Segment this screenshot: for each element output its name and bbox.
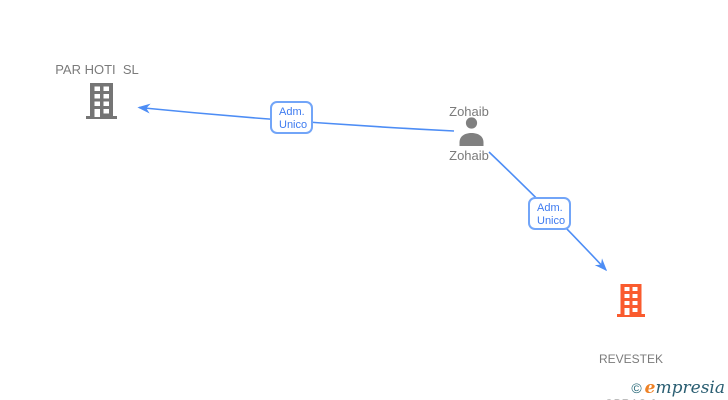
revestek-name-line2: OBRAS & bbox=[570, 397, 692, 400]
edge-label-adm-unico-1[interactable]: Adm. Unico bbox=[270, 101, 313, 134]
zohaib-name-line2: Zohaib bbox=[449, 147, 489, 163]
edge-label-adm-unico-2[interactable]: Adm. Unico bbox=[528, 197, 571, 230]
building-icon[interactable] bbox=[617, 284, 645, 317]
edge-label-line1: Adm. bbox=[537, 202, 563, 214]
logo-letter-e: e bbox=[644, 378, 656, 398]
building-icon[interactable] bbox=[86, 83, 117, 119]
node-label-par-hoti[interactable]: PAR HOTI SL bbox=[55, 62, 139, 77]
revestek-name-line1: REVESTEK bbox=[598, 352, 664, 366]
logo-text: mpresia bbox=[655, 378, 726, 398]
node-label-zohaib[interactable]: Zohaib Zohaib bbox=[419, 76, 519, 192]
zohaib-name-line1: Zohaib bbox=[449, 104, 489, 119]
node-label-revestek[interactable]: REVESTEK OBRAS & PINTURA SL bbox=[570, 322, 692, 400]
person-icon[interactable] bbox=[456, 116, 487, 146]
copyright-icon: © bbox=[631, 380, 642, 396]
edge-label-line2: Unico bbox=[537, 215, 566, 227]
empresia-logo[interactable]: © e mpresia bbox=[631, 378, 725, 398]
edge-label-line2: Unico bbox=[279, 119, 308, 131]
edge-label-line1: Adm. bbox=[279, 106, 305, 118]
